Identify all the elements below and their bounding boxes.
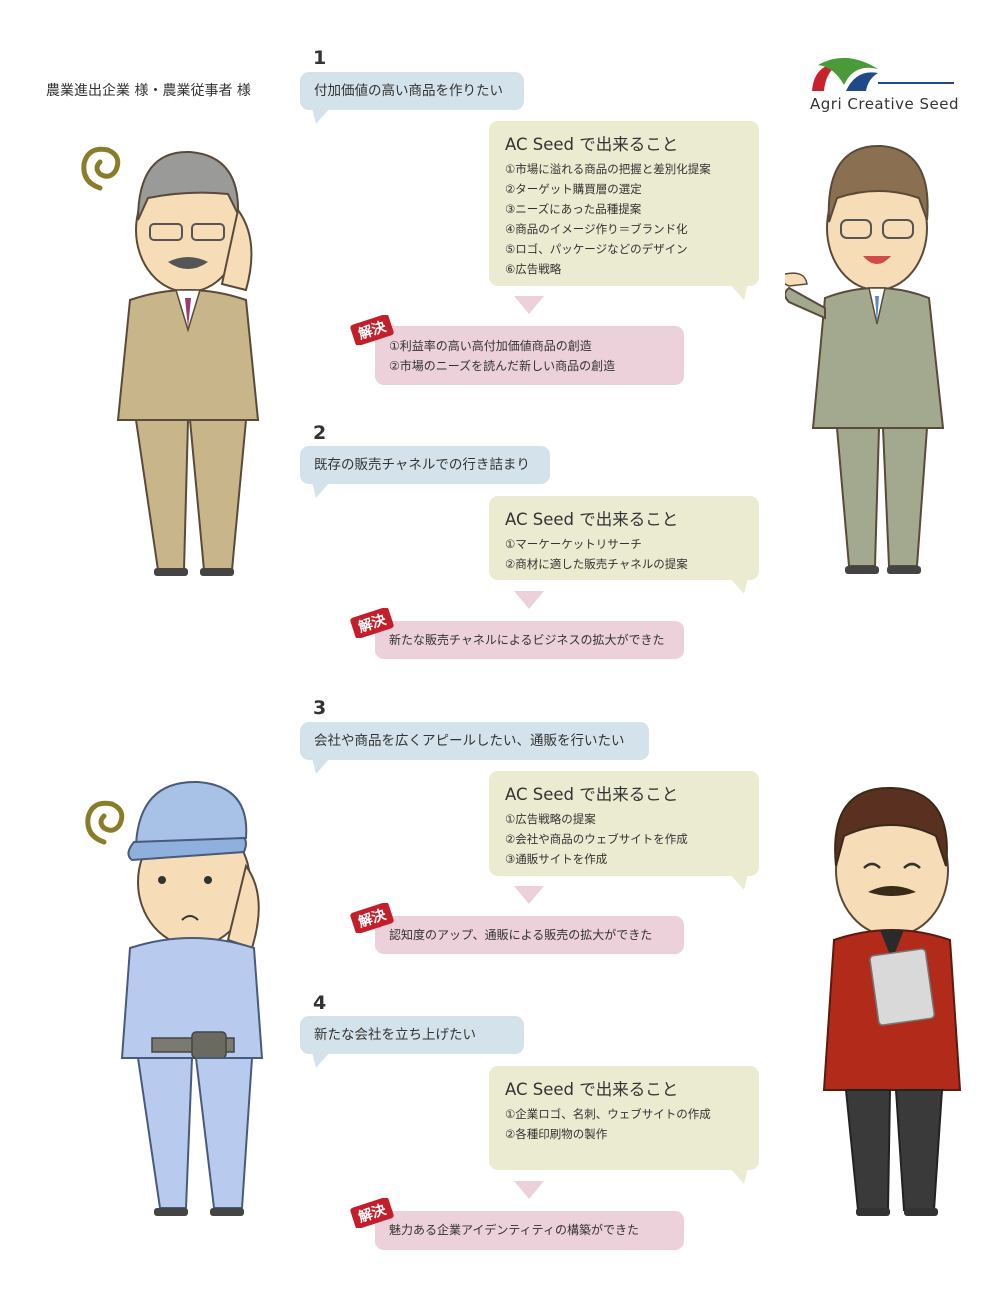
answer-item: ①広告戦略の提案 — [505, 812, 596, 826]
solution-badge-icon: 解決 — [350, 903, 394, 933]
answer-item: ⑥広告戦略 — [505, 262, 562, 276]
answer-bubble-4: AC Seed で出来ること ①企業ロゴ、名刺、ウェブサイトの作成 ②各種印刷物… — [489, 1066, 759, 1170]
confusion-swirl-icon — [85, 800, 125, 845]
businessman-worried-illustration — [81, 146, 260, 576]
confusion-swirl-icon — [81, 146, 121, 191]
result-item: 新たな販売チャネルによるビジネスの拡大ができた — [389, 633, 665, 647]
question-tail — [312, 482, 330, 498]
result-bubble-4: 魅力ある企業アイデンティティの構築ができた — [375, 1211, 684, 1250]
solution-badge-icon: 解決 — [350, 608, 394, 638]
question-bubble-4: 新たな会社を立ち上げたい — [300, 1016, 524, 1054]
section-number-3: 3 — [313, 697, 327, 719]
result-item: 認知度のアップ、通販による販売の拡大ができた — [389, 928, 653, 942]
down-arrow-icon — [514, 591, 544, 609]
down-arrow-icon — [514, 1181, 544, 1199]
question-text: 付加価値の高い商品を作りたい — [314, 83, 503, 99]
answer-item: ②ターゲット購買層の選定 — [505, 182, 642, 196]
question-tail — [312, 758, 330, 774]
result-bubble-3: 認知度のアップ、通販による販売の拡大ができた — [375, 916, 684, 954]
logo-mark-icon — [812, 57, 878, 91]
question-bubble-2: 既存の販売チャネルでの行き詰まり — [300, 446, 550, 484]
question-text: 新たな会社を立ち上げたい — [314, 1027, 476, 1043]
answer-tail — [730, 578, 748, 594]
answer-tail — [730, 284, 748, 300]
question-text: 既存の販売チャネルでの行き詰まり — [314, 457, 530, 473]
result-bubble-1: ①利益率の高い高付加価値商品の創造 ②市場のニーズを読んだ新しい商品の創造 — [375, 326, 684, 385]
manager-red-jacket-illustration — [822, 786, 962, 1216]
result-item: ①利益率の高い高付加価値商品の創造 — [389, 339, 592, 353]
answer-item: ②商材に適した販売チャネルの提案 — [505, 557, 688, 571]
logo-underline — [878, 82, 954, 84]
answer-item: ④商品のイメージ作り＝ブランド化 — [505, 222, 688, 236]
logo-text: Agri Creative Seed — [810, 95, 960, 113]
result-bubble-2: 新たな販売チャネルによるビジネスの拡大ができた — [375, 621, 684, 659]
answer-title: AC Seed で出来ること — [505, 785, 679, 804]
answer-title: AC Seed で出来ること — [505, 135, 679, 154]
answer-tail — [730, 874, 748, 890]
section-number-1: 1 — [313, 47, 327, 69]
section-number-2: 2 — [313, 422, 327, 444]
section-number-4: 4 — [313, 992, 327, 1014]
answer-item: ③通販サイトを作成 — [505, 852, 608, 866]
answer-item: ①マーケーケットリサーチ — [505, 537, 642, 551]
answer-bubble-1: AC Seed で出来ること ①市場に溢れる商品の把握と差別化提案 ②ターゲット… — [489, 121, 759, 286]
answer-item: ③ニーズにあった品種提案 — [505, 202, 642, 216]
question-tail — [312, 108, 330, 124]
answer-bubble-2: AC Seed で出来ること ①マーケーケットリサーチ ②商材に適した販売チャネ… — [489, 496, 759, 580]
question-bubble-1: 付加価値の高い商品を作りたい — [300, 72, 524, 110]
down-arrow-icon — [514, 886, 544, 904]
answer-title: AC Seed で出来ること — [505, 1080, 679, 1099]
answer-bubble-3: AC Seed で出来ること ①広告戦略の提案 ②会社や商品のウェブサイトを作成… — [489, 771, 759, 876]
answer-item: ②会社や商品のウェブサイトを作成 — [505, 832, 688, 846]
answer-item: ②各種印刷物の製作 — [505, 1127, 608, 1141]
answer-item: ⑤ロゴ、パッケージなどのデザイン — [505, 242, 688, 256]
solution-badge-icon: 解決 — [350, 315, 394, 345]
answer-title: AC Seed で出来ること — [505, 510, 679, 529]
answer-tail — [730, 1168, 748, 1184]
result-item: ②市場のニーズを読んだ新しい商品の創造 — [389, 359, 616, 373]
farmer-worried-illustration — [85, 780, 264, 1216]
header-label: 農業進出企業 様・農業従事者 様 — [46, 83, 251, 99]
answer-item: ①市場に溢れる商品の把握と差別化提案 — [505, 162, 711, 176]
question-tail — [312, 1052, 330, 1068]
result-item: 魅力ある企業アイデンティティの構築ができた — [389, 1223, 639, 1237]
consultant-smiling-illustration — [785, 144, 945, 574]
question-bubble-3: 会社や商品を広くアピールしたい、通販を行いたい — [300, 722, 649, 760]
answer-item: ①企業ロゴ、名刺、ウェブサイトの作成 — [505, 1107, 711, 1121]
question-text: 会社や商品を広くアピールしたい、通販を行いたい — [314, 733, 625, 749]
down-arrow-icon — [514, 296, 544, 314]
solution-badge-icon: 解決 — [350, 1198, 394, 1228]
